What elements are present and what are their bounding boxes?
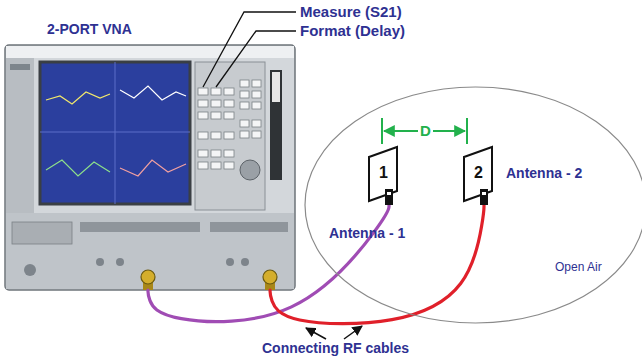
callout-arrow <box>306 328 326 339</box>
antenna-number: 1 <box>379 164 388 182</box>
control-callout: Measure (S21) <box>300 3 402 20</box>
region-label: Open Air <box>555 261 602 275</box>
vna-instrument: 2-PORT VNA <box>5 45 295 290</box>
antenna-panel: 1Antenna - 1 <box>365 145 405 205</box>
callout-arrow <box>344 326 362 339</box>
open-air-region: Open Air1Antenna - 12Antenna - 2 <box>303 85 642 325</box>
cable-callout: Connecting RF cables <box>262 340 409 356</box>
region-outline <box>303 85 642 325</box>
instrument-title: 2-PORT VNA <box>47 21 132 37</box>
dimension-d <box>382 118 467 144</box>
distance-label: D <box>418 122 433 139</box>
rf-cable <box>148 205 389 322</box>
rf-cable <box>270 205 484 324</box>
antenna-panel: 2Antenna - 2 <box>460 145 500 205</box>
leader-line <box>216 31 296 87</box>
antenna-number: 2 <box>474 164 483 182</box>
antenna-label: Antenna - 2 <box>506 165 582 181</box>
vna-body <box>5 45 295 290</box>
leader-line <box>203 12 296 87</box>
control-callout: Format (Delay) <box>300 22 405 39</box>
antenna-label: Antenna - 1 <box>329 225 405 241</box>
